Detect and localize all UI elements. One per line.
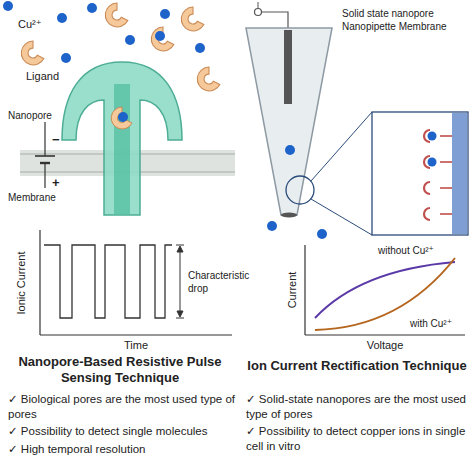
polarity-sign: + (52, 175, 60, 191)
feature-item: ✓ Possibility to detect copper ions in s… (246, 424, 470, 454)
feature-item: ✓ Solid-state nanopores are the most use… (246, 392, 470, 422)
ligand-label: Ligand (26, 70, 59, 83)
annotation: Characteristic drop (188, 270, 234, 295)
feature-item: ✓ Possibility to detect single molecules (8, 424, 236, 439)
curve-label: without Cu²⁺ (378, 245, 434, 257)
panel-title: Ion Current Rectification Technique (247, 358, 467, 374)
panel-title: Nanopore-Based Resistive Pulse Sensing T… (5, 354, 235, 387)
axis-title: Ionic Current (15, 252, 28, 315)
curve-label: with Cu²⁺ (410, 318, 452, 330)
membrane-label: Membrane (8, 192, 56, 204)
feature-item: ✓ High temporal resolution (8, 442, 236, 457)
polarity-sign: − (52, 132, 60, 148)
nanopore-label: Nanopore (8, 110, 52, 122)
part-label: Solid state nanopore Nanopipette Membran… (342, 8, 464, 33)
receptor (424, 130, 452, 220)
ion-label: Cu²⁺ (18, 18, 42, 31)
zoom-inset (372, 112, 468, 235)
axis-title: Current (286, 272, 299, 309)
nanopipette (246, 28, 332, 215)
axis-title: Voltage (367, 339, 404, 352)
nanopore-protein (62, 62, 182, 215)
feature-item: ✓ Biological pores are the most used typ… (8, 392, 236, 422)
electrode (284, 30, 292, 104)
curve-with (315, 258, 455, 330)
axis-title: Time (124, 339, 148, 352)
curve-without (315, 262, 455, 318)
current-trace (44, 245, 172, 318)
copper-ion (3, 1, 205, 63)
